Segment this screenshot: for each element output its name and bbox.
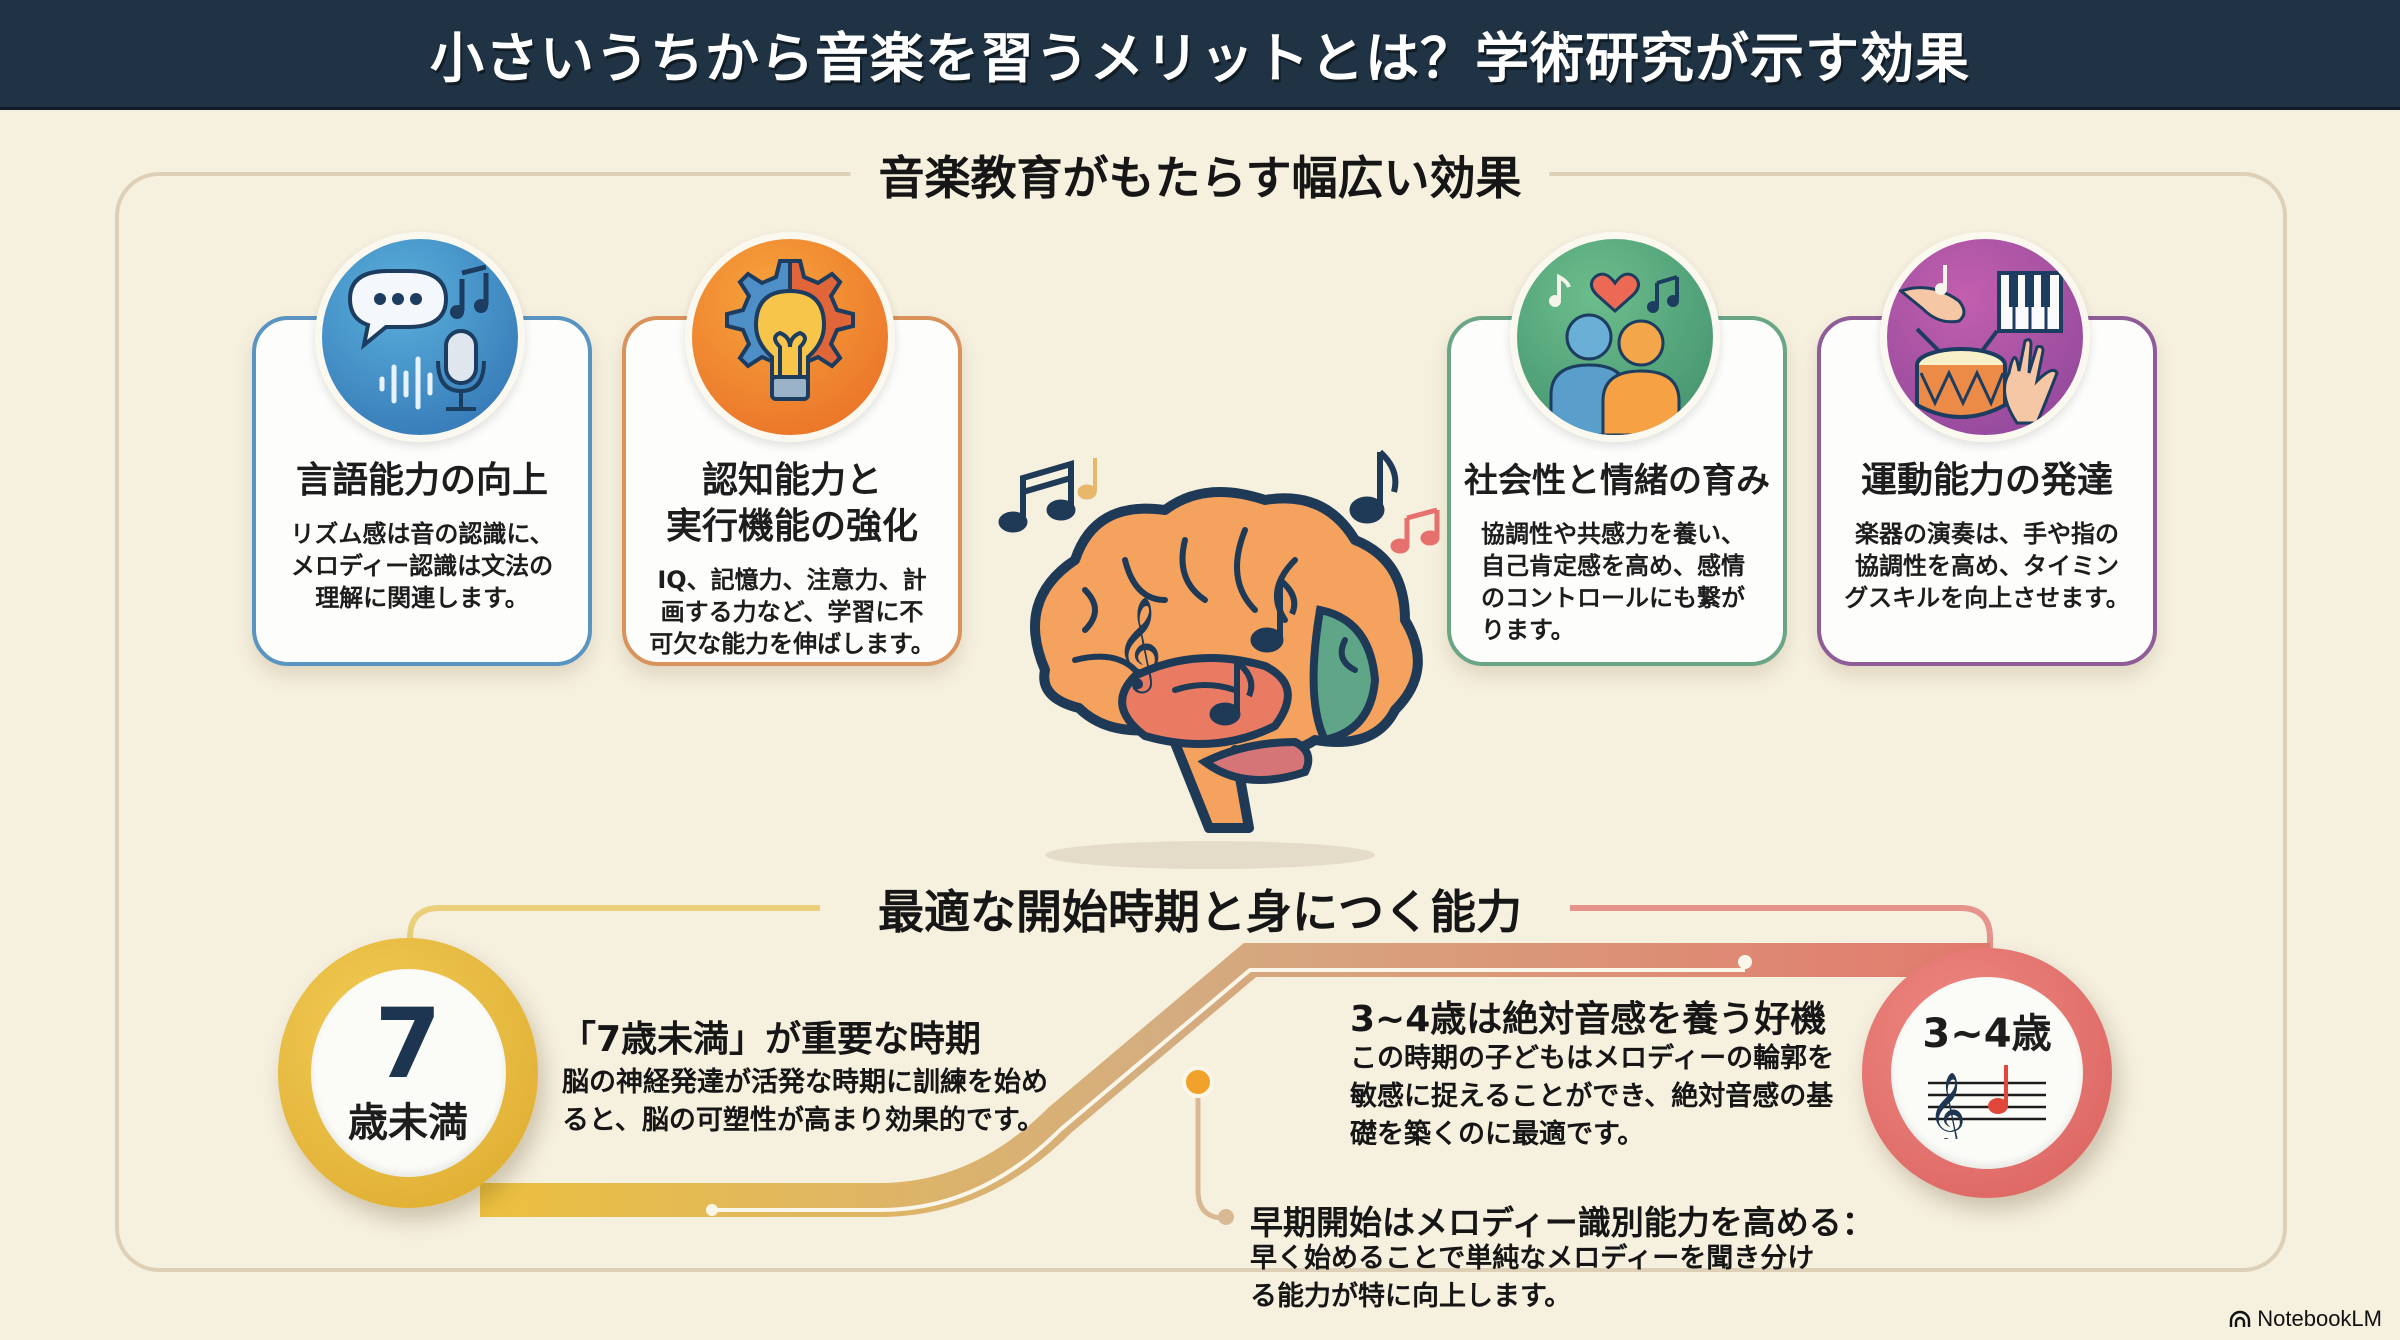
notebooklm-logo-icon — [2230, 1310, 2251, 1327]
timeline-marker — [1182, 1066, 1214, 1098]
notebooklm-watermark: NotebookLM — [2229, 1306, 2382, 1332]
badge-label: 3~4歳 — [1922, 1011, 2052, 1057]
card-body: リズム感は音の認識に、 メロディー認識は文法の 理解に関連します。 — [290, 520, 554, 612]
drum-piano-hands-icon — [1880, 232, 2090, 442]
svg-text:𝄞: 𝄞 — [1115, 596, 1162, 693]
brain-music-notes-icon: 𝄞 — [975, 430, 1445, 890]
card-title: 運動能力の発達 — [1860, 460, 2113, 501]
section-heading-effects: 音楽教育がもたらす幅広い効果 — [850, 142, 1550, 208]
treble-clef-staff-icon: 𝄞 — [1928, 1065, 2046, 1139]
under7-body: 脳の神経発達が活発な時期に訓練を始め ると、脳の可塑性が高まり効果的です。 — [562, 1067, 1048, 1136]
people-heart-icon — [1510, 232, 1720, 442]
badge-label: 歳未満 — [348, 1100, 468, 1146]
card-title: 認知能力と 実行機能の強化 — [665, 460, 918, 547]
early-start-title: 早期開始はメロディー識別能力を高める： — [1250, 1203, 1875, 1242]
section-heading-timing: 最適な開始時期と身につく能力 — [850, 876, 1550, 942]
page-title: 小さいうちから音楽を習うメリットとは？学術研究が示す効果 — [430, 27, 1970, 90]
card-title: 社会性と情緒の育み — [1464, 461, 1770, 501]
speech-bubble-microphone-icon — [315, 232, 525, 442]
badge-number: 7 — [374, 988, 442, 1100]
card-body: IQ、記憶力、注意力、計 画する力など、学習に不 可欠な能力を伸ばします。 — [649, 566, 935, 658]
svg-text:𝄞: 𝄞 — [1928, 1073, 1966, 1139]
title-bar: 小さいうちから音楽を習うメリットとは？学術研究が示す効果 — [0, 0, 2400, 110]
card-body: 楽器の演奏は、手や指の 協調性を高め、タイミン グスキルを向上させます。 — [1844, 520, 2130, 612]
card-title: 言語能力の向上 — [295, 460, 548, 501]
early-start-body: 早く始めることで単純なメロディーを聞き分け る能力が特に向上します。 — [1250, 1243, 1815, 1312]
under7-badge: 7 歳未満 — [278, 938, 538, 1208]
card-body: 協調性や共感力を養い、 自己肯定感を高め、感情 のコントロールにも繋が ります。 — [1481, 520, 1745, 644]
age3to4-badge: 3~4歳 𝄞 — [1862, 948, 2112, 1198]
age3to4-title: 3~4歳は絶対音感を養う好機 — [1350, 999, 1827, 1040]
under7-title: 「7歳未満」が重要な時期 — [560, 1019, 982, 1060]
age3to4-body: この時期の子どもはメロディーの輪郭を 敏感に捉えることができ、絶対音感の基 礎を… — [1350, 1043, 1835, 1150]
lightbulb-gear-icon — [685, 232, 895, 442]
